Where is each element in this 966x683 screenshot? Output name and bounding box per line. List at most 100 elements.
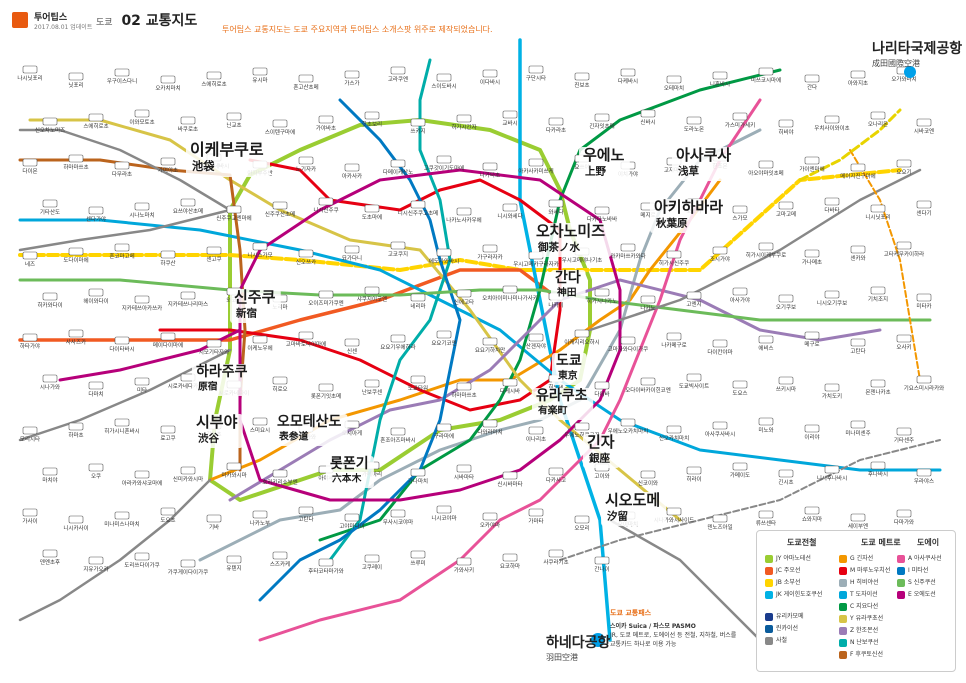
station-marker[interactable]	[528, 508, 544, 517]
station-marker[interactable]	[410, 468, 426, 477]
station-marker[interactable]	[22, 251, 38, 260]
station-marker[interactable]	[364, 379, 380, 388]
station-marker[interactable]	[870, 461, 886, 470]
station-marker[interactable]	[850, 420, 866, 429]
station-marker[interactable]	[758, 417, 774, 426]
station-marker[interactable]	[640, 470, 656, 479]
station-marker[interactable]	[732, 112, 748, 121]
station-marker[interactable]	[758, 335, 774, 344]
station-marker[interactable]	[410, 200, 426, 209]
station-marker[interactable]	[134, 552, 150, 561]
station-marker[interactable]	[42, 292, 58, 301]
station-marker[interactable]	[298, 506, 314, 515]
station-marker[interactable]	[252, 335, 268, 344]
station-marker[interactable]	[850, 163, 866, 172]
station-marker[interactable]	[804, 506, 820, 515]
station-marker[interactable]	[758, 67, 774, 76]
station-marker[interactable]	[482, 512, 498, 521]
station-marker[interactable]	[436, 248, 452, 257]
station-marker[interactable]	[850, 70, 866, 79]
station-marker[interactable]	[410, 550, 426, 559]
haneda-airport-label[interactable]: 하네다공항 羽田空港	[546, 632, 610, 663]
station-marker[interactable]	[778, 469, 794, 478]
station-marker[interactable]	[298, 156, 314, 165]
station-marker[interactable]	[410, 293, 426, 302]
station-marker[interactable]	[134, 109, 150, 118]
station-marker[interactable]	[574, 422, 590, 431]
station-marker[interactable]	[88, 556, 104, 565]
station-marker[interactable]	[364, 204, 380, 213]
station-marker[interactable]	[456, 114, 472, 123]
station-marker[interactable]	[574, 72, 590, 81]
station-marker[interactable]	[804, 156, 820, 165]
station-marker[interactable]	[252, 417, 268, 426]
station-marker[interactable]	[226, 555, 242, 564]
station-marker[interactable]	[824, 465, 840, 474]
station-marker[interactable]	[916, 118, 932, 127]
station-marker[interactable]	[594, 206, 610, 215]
station-marker[interactable]	[318, 383, 334, 392]
station-marker[interactable]	[134, 377, 150, 386]
station-marker[interactable]	[482, 419, 498, 428]
station-marker[interactable]	[456, 207, 472, 216]
station-marker[interactable]	[114, 418, 130, 427]
station-marker[interactable]	[732, 380, 748, 389]
station-marker[interactable]	[502, 203, 518, 212]
station-marker[interactable]	[22, 158, 38, 167]
station-marker[interactable]	[436, 73, 452, 82]
station-marker[interactable]	[68, 329, 84, 338]
station-marker[interactable]	[916, 293, 932, 302]
station-marker[interactable]	[134, 295, 150, 304]
station-marker[interactable]	[824, 115, 840, 124]
station-marker[interactable]	[68, 515, 84, 524]
station-marker[interactable]	[344, 338, 360, 347]
station-marker[interactable]	[666, 250, 682, 259]
station-marker[interactable]	[620, 243, 636, 252]
station-marker[interactable]	[574, 515, 590, 524]
station-marker[interactable]	[318, 115, 334, 124]
station-marker[interactable]	[916, 200, 932, 209]
station-marker[interactable]	[758, 510, 774, 519]
station-marker[interactable]	[252, 510, 268, 519]
station-marker[interactable]	[502, 553, 518, 562]
station-marker[interactable]	[318, 290, 334, 299]
station-marker[interactable]	[712, 339, 728, 348]
station-marker[interactable]	[804, 424, 820, 433]
narita-airport-label[interactable]: 나리타국제공항 成田國際空港	[872, 38, 962, 69]
station-marker[interactable]	[436, 505, 452, 514]
station-marker[interactable]	[758, 160, 774, 169]
station-marker[interactable]	[226, 112, 242, 121]
station-marker[interactable]	[114, 161, 130, 170]
station-marker[interactable]	[456, 464, 472, 473]
station-marker[interactable]	[364, 286, 380, 295]
station-marker[interactable]	[804, 249, 820, 258]
station-marker[interactable]	[42, 374, 58, 383]
station-marker[interactable]	[548, 117, 564, 126]
station-marker[interactable]	[226, 205, 242, 214]
station-marker[interactable]	[298, 74, 314, 83]
station-marker[interactable]	[390, 159, 406, 168]
station-marker[interactable]	[870, 204, 886, 213]
station-marker[interactable]	[896, 334, 912, 343]
station-marker[interactable]	[482, 69, 498, 78]
station-marker[interactable]	[42, 549, 58, 558]
station-marker[interactable]	[390, 66, 406, 75]
station-marker[interactable]	[180, 116, 196, 125]
station-marker[interactable]	[252, 67, 268, 76]
station-marker[interactable]	[456, 289, 472, 298]
station-marker[interactable]	[850, 245, 866, 254]
station-marker[interactable]	[686, 116, 702, 125]
station-marker[interactable]	[778, 376, 794, 385]
station-marker[interactable]	[594, 288, 610, 297]
station-marker[interactable]	[712, 71, 728, 80]
station-marker[interactable]	[22, 65, 38, 74]
station-marker[interactable]	[160, 250, 176, 259]
station-marker[interactable]	[88, 381, 104, 390]
